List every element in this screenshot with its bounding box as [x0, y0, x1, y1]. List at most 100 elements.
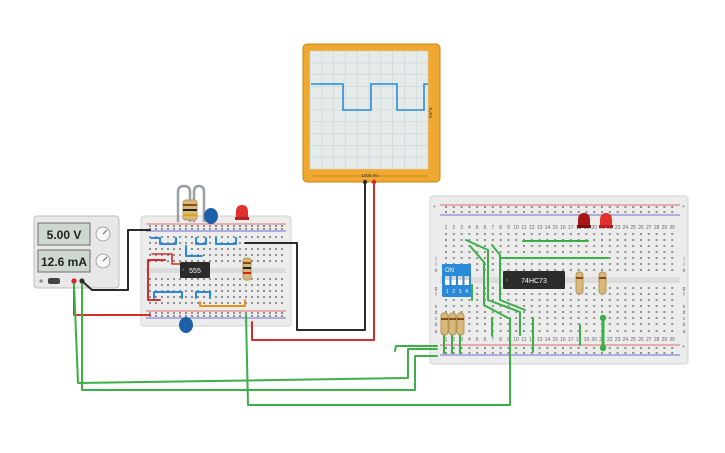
breadboard-hole[interactable] [179, 302, 181, 304]
wire-green-dip-1[interactable] [465, 239, 521, 336]
breadboard-hole[interactable] [191, 242, 193, 244]
breadboard-hole[interactable] [593, 293, 596, 295]
breadboard-hole[interactable] [554, 323, 557, 325]
breadboard-hole[interactable] [215, 254, 217, 256]
breadboard-hole[interactable] [445, 311, 447, 313]
breadboard-hole[interactable] [554, 211, 557, 213]
breadboard-hole[interactable] [484, 211, 486, 213]
dip-toggle-3[interactable] [458, 276, 463, 285]
breadboard-hole[interactable] [263, 315, 265, 317]
breadboard-hole[interactable] [577, 233, 580, 235]
oscilloscope[interactable]: 1000 ms 5V/ 0 [302, 43, 441, 185]
small-breadboard[interactable] [140, 215, 292, 327]
breadboard-hole[interactable] [203, 312, 205, 314]
breadboard-hole[interactable] [523, 269, 525, 271]
breadboard-hole[interactable] [546, 211, 549, 213]
breadboard-hole[interactable] [484, 317, 486, 319]
breadboard-hole[interactable] [215, 278, 217, 280]
breadboard-hole[interactable] [632, 347, 635, 349]
breadboard-hole[interactable] [281, 236, 283, 238]
breadboard-hole[interactable] [452, 347, 455, 349]
breadboard-hole[interactable] [215, 228, 217, 230]
breadboard-hole[interactable] [616, 239, 619, 241]
breadboard-hole[interactable] [593, 347, 596, 349]
resistor-group-left[interactable] [440, 312, 465, 354]
breadboard-hole[interactable] [624, 206, 627, 208]
breadboard-hole[interactable] [569, 311, 572, 313]
breadboard-hole[interactable] [554, 245, 557, 247]
breadboard-hole[interactable] [647, 299, 650, 301]
breadboard-hole[interactable] [593, 239, 596, 241]
dip-toggle-2[interactable] [451, 276, 457, 285]
breadboard-hole[interactable] [632, 269, 635, 271]
breadboard-hole[interactable] [569, 293, 572, 295]
breadboard-hole[interactable] [239, 290, 241, 292]
breadboard-hole[interactable] [215, 248, 217, 250]
breadboard-hole[interactable] [185, 296, 187, 298]
breadboard-hole[interactable] [515, 206, 518, 208]
breadboard-hole[interactable] [233, 278, 235, 280]
breadboard-hole[interactable] [663, 257, 666, 259]
breadboard-hole[interactable] [179, 260, 181, 262]
breadboard-hole[interactable] [197, 315, 199, 317]
breadboard-hole[interactable] [209, 315, 211, 317]
breadboard-hole[interactable] [149, 312, 151, 314]
breadboard-hole[interactable] [608, 257, 611, 259]
breadboard-hole[interactable] [161, 228, 163, 230]
breadboard-hole[interactable] [460, 257, 463, 259]
breadboard-hole[interactable] [275, 315, 277, 317]
breadboard-hole[interactable] [476, 269, 479, 271]
breadboard-hole[interactable] [663, 206, 666, 208]
breadboard-hole[interactable] [468, 206, 471, 208]
breadboard-hole[interactable] [577, 317, 580, 319]
breadboard-hole[interactable] [632, 245, 635, 247]
breadboard-hole[interactable] [221, 225, 223, 227]
capacitor-blue-top[interactable] [204, 208, 218, 224]
breadboard-hole[interactable] [197, 236, 199, 238]
breadboard-hole[interactable] [655, 257, 658, 259]
breadboard-hole[interactable] [215, 296, 217, 298]
breadboard-hole[interactable] [647, 239, 650, 241]
breadboard-hole[interactable] [647, 347, 650, 349]
breadboard-hole[interactable] [233, 254, 235, 256]
wire-green-3[interactable] [245, 314, 511, 406]
breadboard-hole[interactable] [515, 299, 518, 301]
breadboard-hole[interactable] [663, 245, 666, 247]
wire-green-2[interactable] [81, 283, 438, 391]
breadboard-hole[interactable] [671, 269, 674, 271]
breadboard-hole[interactable] [251, 278, 253, 280]
breadboard-hole[interactable] [167, 248, 169, 250]
breadboard-hole[interactable] [251, 302, 253, 304]
breadboard-hole[interactable] [251, 260, 253, 262]
breadboard-hole[interactable] [275, 260, 277, 262]
dip-toggle-4[interactable] [464, 276, 470, 285]
breadboard-hole[interactable] [507, 323, 510, 325]
resistor-vertical-small[interactable] [242, 257, 252, 281]
breadboard-hole[interactable] [530, 245, 533, 247]
breadboard-hole[interactable] [209, 302, 211, 304]
breadboard-hole[interactable] [608, 352, 611, 354]
breadboard-hole[interactable] [209, 225, 211, 227]
breadboard-hole[interactable] [499, 330, 502, 332]
breadboard-hole[interactable] [585, 352, 588, 354]
breadboard-hole[interactable] [593, 323, 596, 325]
breadboard-hole[interactable] [593, 305, 596, 307]
breadboard-hole[interactable] [538, 352, 541, 354]
breadboard-hole[interactable] [185, 284, 187, 286]
breadboard-hole[interactable] [530, 347, 533, 349]
breadboard-hole[interactable] [221, 254, 223, 256]
breadboard-hole[interactable] [671, 305, 674, 307]
breadboard-hole[interactable] [203, 248, 205, 250]
breadboard-hole[interactable] [245, 254, 247, 256]
breadboard-hole[interactable] [640, 305, 642, 307]
breadboard-hole[interactable] [523, 347, 525, 349]
breadboard-hole[interactable] [647, 257, 650, 259]
breadboard-hole[interactable] [245, 284, 247, 286]
breadboard-hole[interactable] [221, 248, 223, 250]
breadboard-hole[interactable] [562, 263, 564, 265]
breadboard-hole[interactable] [569, 269, 572, 271]
breadboard-hole[interactable] [251, 236, 253, 238]
breadboard-hole[interactable] [562, 347, 564, 349]
breadboard-hole[interactable] [554, 305, 557, 307]
